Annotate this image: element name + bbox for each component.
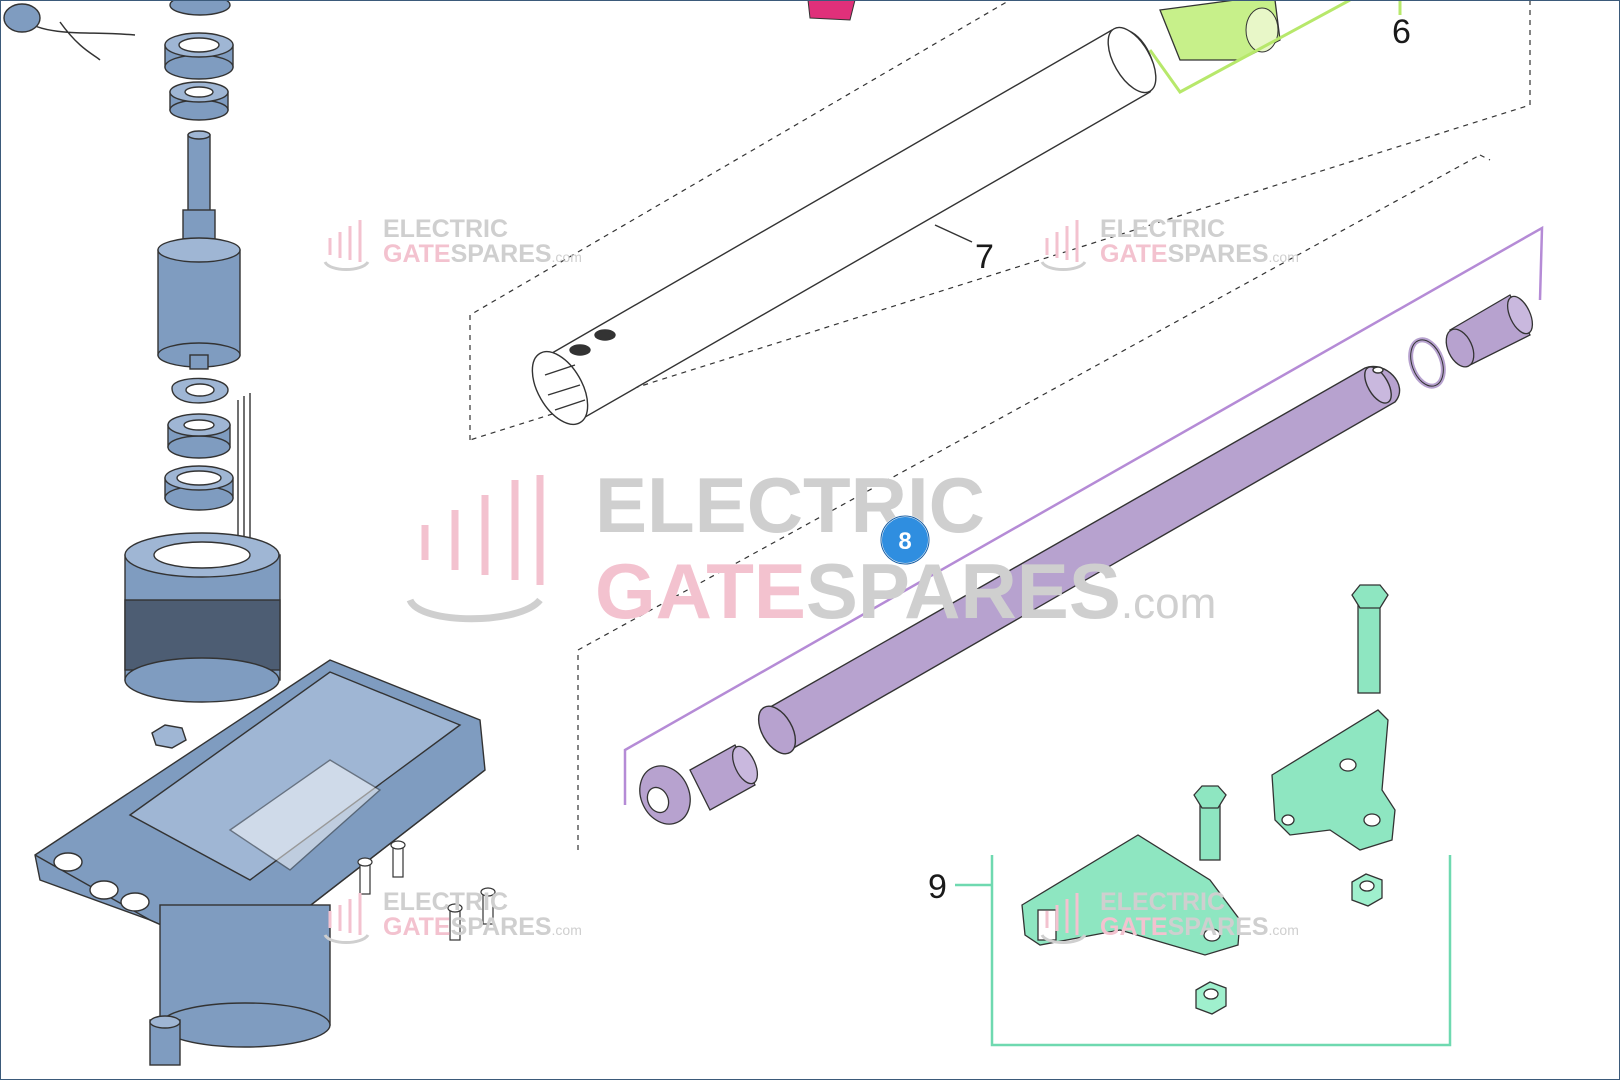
watermark-logo-icon — [323, 220, 370, 271]
hex-nut-1 — [1351, 873, 1383, 907]
outer-tube — [531, 26, 1157, 426]
screw-nut-coupling — [639, 744, 759, 825]
callout-7[interactable]: 7 — [975, 238, 994, 276]
hex-nut-2 — [1195, 981, 1227, 1015]
watermark-small-4: ELECTRIC GATESPARES.com — [1040, 888, 1299, 944]
callout-6[interactable]: 6 — [1392, 13, 1411, 51]
watermark-logo-icon — [323, 893, 370, 944]
watermark-text-electric: ELECTRIC — [1100, 888, 1225, 916]
watermark-text-brand: GATESPARES.com — [383, 913, 582, 941]
hex-nut-small — [151, 724, 187, 749]
cable-gland — [149, 1015, 181, 1066]
watermark-text-brand: GATESPARES.com — [383, 240, 582, 268]
group-8-dashed-outline — [577, 154, 1491, 850]
seal-ring-2 — [164, 465, 234, 511]
rear-bracket — [1271, 709, 1396, 851]
watermark-logo-icon — [1040, 893, 1087, 944]
inner-screw-tube — [757, 365, 1401, 755]
watermark-logo-icon — [1040, 220, 1087, 271]
group-6-outline — [1148, 0, 1402, 94]
callout-9[interactable]: 9 — [928, 868, 947, 906]
group-9-outline — [990, 855, 1452, 1047]
ball-bearing-1 — [169, 81, 229, 121]
screw-1 — [357, 857, 373, 895]
motor-housing — [34, 659, 486, 1048]
watermark-small-2: ELECTRIC GATESPARES.com — [1040, 215, 1299, 271]
o-ring — [1408, 337, 1446, 389]
watermark-large: ELECTRIC GATESPARES.com — [406, 461, 1216, 635]
ball-bearing-2 — [167, 413, 231, 459]
watermark-text-electric: ELECTRIC — [383, 888, 508, 916]
stator-coil — [124, 532, 281, 703]
bearing-ring-1 — [164, 32, 234, 80]
watermark-text-brand: GATESPARES.com — [595, 547, 1216, 635]
watermark-small-3: ELECTRIC GATESPARES.com — [323, 888, 582, 944]
hotspot-8-button[interactable]: 8 — [880, 515, 930, 565]
callout-8: 8 — [898, 528, 911, 555]
watermark-small-1: ELECTRIC GATESPARES.com — [323, 215, 582, 271]
top-bushing — [3, 3, 41, 33]
watermark-text-electric: ELECTRIC — [383, 215, 508, 243]
watermark-text-electric: ELECTRIC — [1100, 215, 1225, 243]
part-6-group: 6 — [807, 0, 1411, 94]
end-cap-plug — [1445, 294, 1534, 368]
watermark-logo-icon — [406, 475, 544, 623]
watermark-text-brand: GATESPARES.com — [1100, 240, 1299, 268]
rotor-shaft — [157, 130, 241, 370]
screws-motor — [357, 840, 496, 941]
screw-4 — [480, 887, 496, 925]
motor-assembly — [3, 0, 486, 1066]
screw-2 — [390, 840, 406, 878]
bolt-long — [1351, 584, 1389, 694]
group-8-outline — [623, 225, 1544, 805]
seal-ring-top — [169, 0, 231, 16]
watermark-text-brand: GATESPARES.com — [1100, 913, 1299, 941]
leader-line-7 — [934, 224, 973, 243]
magenta-part — [807, 0, 856, 21]
group-7-dashed-outline — [469, 0, 1531, 441]
bolt-short — [1193, 785, 1227, 861]
screw-3 — [447, 903, 463, 941]
